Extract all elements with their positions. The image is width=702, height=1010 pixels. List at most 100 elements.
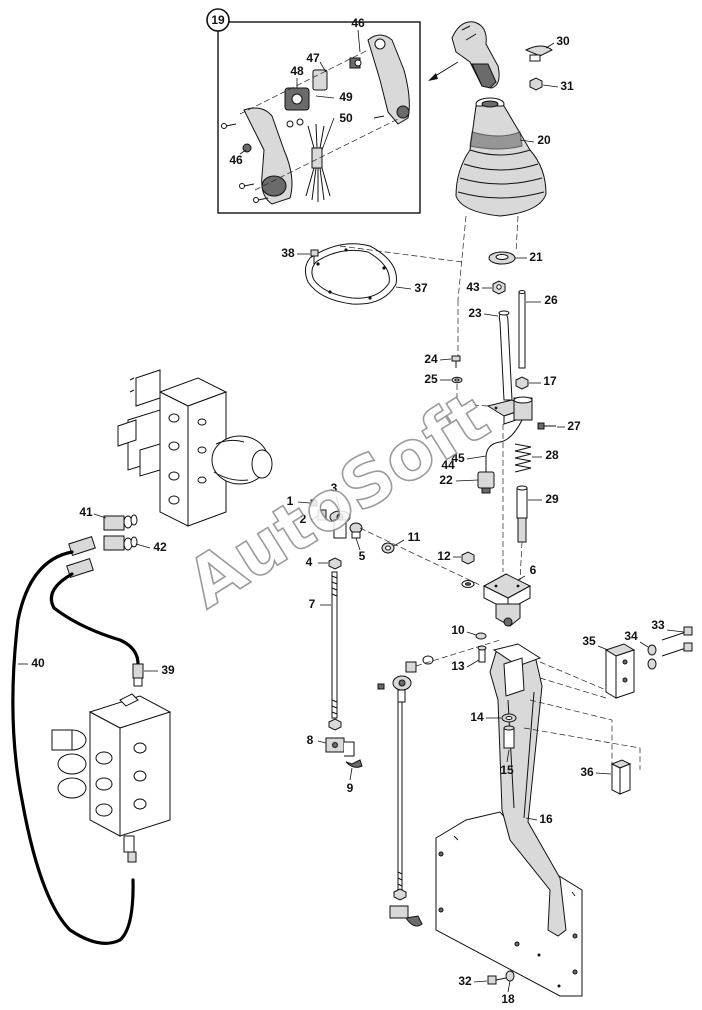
callout-36: 36 [580, 765, 594, 779]
callout-44: 44 [441, 458, 455, 472]
callout-48: 48 [290, 64, 304, 78]
callout-18: 18 [501, 992, 515, 1006]
callout-25: 25 [424, 372, 438, 386]
callout-31: 31 [560, 79, 574, 93]
washer-18 [505, 970, 515, 982]
fitting-39 [132, 663, 144, 687]
callout-20: 20 [537, 133, 551, 147]
hose-ends [66, 535, 96, 579]
button-cap [524, 45, 553, 62]
callout-14: 14 [470, 710, 484, 724]
wire-harness [305, 123, 331, 202]
pedal-bracket-16 [435, 643, 583, 997]
seal-ring-21 [488, 251, 516, 265]
block-36 [610, 759, 632, 795]
callout-9: 9 [347, 781, 354, 795]
callout-39: 39 [161, 663, 175, 677]
pin-15 [503, 725, 515, 749]
callout-2: 2 [300, 512, 307, 526]
callout-40: 40 [31, 656, 45, 670]
callout-47: 47 [306, 51, 320, 65]
bolts-33 [661, 626, 693, 657]
hose-39 [49, 572, 140, 666]
callout-33: 33 [651, 618, 665, 632]
pivot-3 [329, 510, 351, 539]
callout-49: 49 [339, 90, 353, 104]
callout-19: 19 [211, 13, 225, 27]
callout-1: 1 [287, 494, 294, 508]
callout-16: 16 [539, 812, 553, 826]
callout-24: 24 [424, 352, 438, 366]
screw-38 [310, 249, 319, 264]
screw-27 [537, 422, 556, 430]
plunger-29 [516, 485, 528, 543]
threaded-rod-7 [331, 571, 338, 719]
pin-13 [477, 645, 487, 663]
callout-7: 7 [309, 597, 316, 611]
callout-30: 30 [556, 34, 570, 48]
callout-4: 4 [306, 555, 313, 569]
callout-42: 42 [153, 540, 167, 554]
callout-34: 34 [624, 629, 638, 643]
screw-1 [310, 499, 318, 507]
callout-50: 50 [339, 111, 353, 125]
clip-9 [345, 759, 363, 768]
callout-41: 41 [79, 505, 93, 519]
bushing-2 [317, 509, 327, 521]
washer-34 [647, 644, 657, 670]
callout-46a: 46 [351, 16, 365, 30]
callout-22: 22 [439, 473, 453, 487]
handle-right-half [367, 34, 410, 125]
callout-35: 35 [582, 634, 596, 648]
rod-26 [518, 290, 526, 369]
nut-43 [492, 280, 506, 295]
nut-12 [461, 551, 475, 588]
control-valve-lower [51, 693, 172, 863]
fittings-41-42 [103, 514, 138, 551]
block-35 [604, 643, 636, 699]
hose-40 [11, 550, 135, 945]
callout-10: 10 [451, 623, 465, 637]
clevis-8 [325, 737, 355, 757]
callout-circle-19 [206, 8, 230, 32]
base-block-6 [482, 573, 532, 627]
callout-37: 37 [414, 281, 428, 295]
callout-43: 43 [466, 280, 480, 294]
washer-11 [381, 542, 395, 554]
nut-10 [475, 632, 487, 640]
joystick-handle [451, 21, 500, 89]
callout-3: 3 [331, 481, 338, 495]
bolt-32 [487, 975, 507, 985]
inset-screws [221, 115, 385, 203]
linkage-rod-2 [377, 655, 434, 927]
callout-28: 28 [545, 448, 559, 462]
switch-housing [513, 396, 533, 421]
callout-13: 13 [451, 659, 465, 673]
nut-31 [529, 77, 543, 91]
callout-8: 8 [307, 733, 314, 747]
callout-29: 29 [545, 492, 559, 506]
callout-15: 15 [500, 763, 514, 777]
sensor-cable [477, 419, 523, 494]
callout-23: 23 [468, 306, 482, 320]
gasket-37 [304, 243, 397, 305]
callout-11: 11 [408, 530, 421, 544]
valve-block-upper [117, 369, 273, 527]
callout-27: 27 [567, 419, 581, 433]
callout-21: 21 [529, 250, 543, 264]
callout-38: 38 [281, 246, 295, 260]
rubber-boot [455, 97, 547, 217]
washer-25 [451, 376, 463, 384]
callout-12: 12 [437, 549, 451, 563]
washer-14 [501, 713, 517, 723]
screw-24 [451, 355, 461, 368]
callout-17: 17 [543, 374, 557, 388]
callout-26: 26 [544, 293, 558, 307]
ball-joint-5 [349, 522, 363, 539]
nut-17 [515, 376, 529, 390]
callout-6: 6 [530, 563, 537, 577]
inset-detail-box: 19 [206, 8, 459, 214]
nut-4 [328, 557, 342, 570]
callout-46b: 46 [229, 153, 243, 167]
